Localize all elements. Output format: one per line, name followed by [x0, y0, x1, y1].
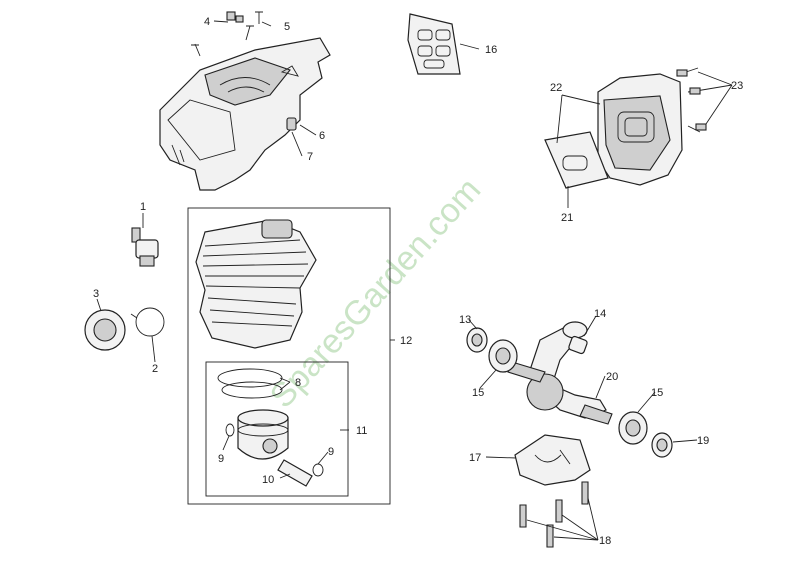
crankcase-bolts [519, 481, 589, 548]
callout-12: 12 [400, 335, 412, 347]
piston-kit-box [205, 361, 349, 497]
callout-9b: 9 [328, 446, 334, 458]
callout-8: 8 [295, 377, 301, 389]
crankshaft [507, 321, 613, 425]
leader-lines [96, 20, 733, 541]
callout-1: 1 [140, 201, 146, 213]
intake-flange [84, 307, 165, 351]
callout-20: 20 [606, 371, 618, 383]
callout-15b: 15 [651, 387, 663, 399]
bearing-right [618, 411, 673, 458]
top-cover [159, 37, 331, 191]
gasket [407, 13, 461, 75]
callout-4: 4 [204, 16, 210, 28]
piston [225, 409, 324, 487]
callout-22: 22 [550, 82, 562, 94]
callout-17: 17 [469, 452, 481, 464]
callout-23: 23 [731, 80, 743, 92]
bearing-left [466, 327, 518, 373]
callout-2: 2 [152, 363, 158, 375]
callout-18: 18 [599, 535, 611, 547]
piston-rings [217, 368, 283, 399]
callout-15a: 15 [472, 387, 484, 399]
muffler [544, 67, 707, 189]
callout-13: 13 [459, 314, 471, 326]
callout-9a: 9 [218, 453, 224, 465]
cylinder [195, 219, 317, 349]
callout-5: 5 [284, 21, 290, 33]
callout-3: 3 [93, 288, 99, 300]
crankcase [514, 434, 591, 486]
cylinder-kit-box [187, 207, 391, 505]
callout-14: 14 [594, 308, 606, 320]
callout-10: 10 [262, 474, 274, 486]
callout-6: 6 [319, 130, 325, 142]
callout-7: 7 [307, 151, 313, 163]
callout-21: 21 [561, 212, 573, 224]
callout-16: 16 [485, 44, 497, 56]
callout-11: 11 [356, 425, 367, 437]
spark-plug [131, 227, 159, 267]
callouts: 4 5 6 7 16 22 23 21 1 3 2 12 8 11 9 9 10… [93, 16, 743, 547]
cover-screws [191, 11, 297, 131]
callout-19: 19 [697, 435, 709, 447]
